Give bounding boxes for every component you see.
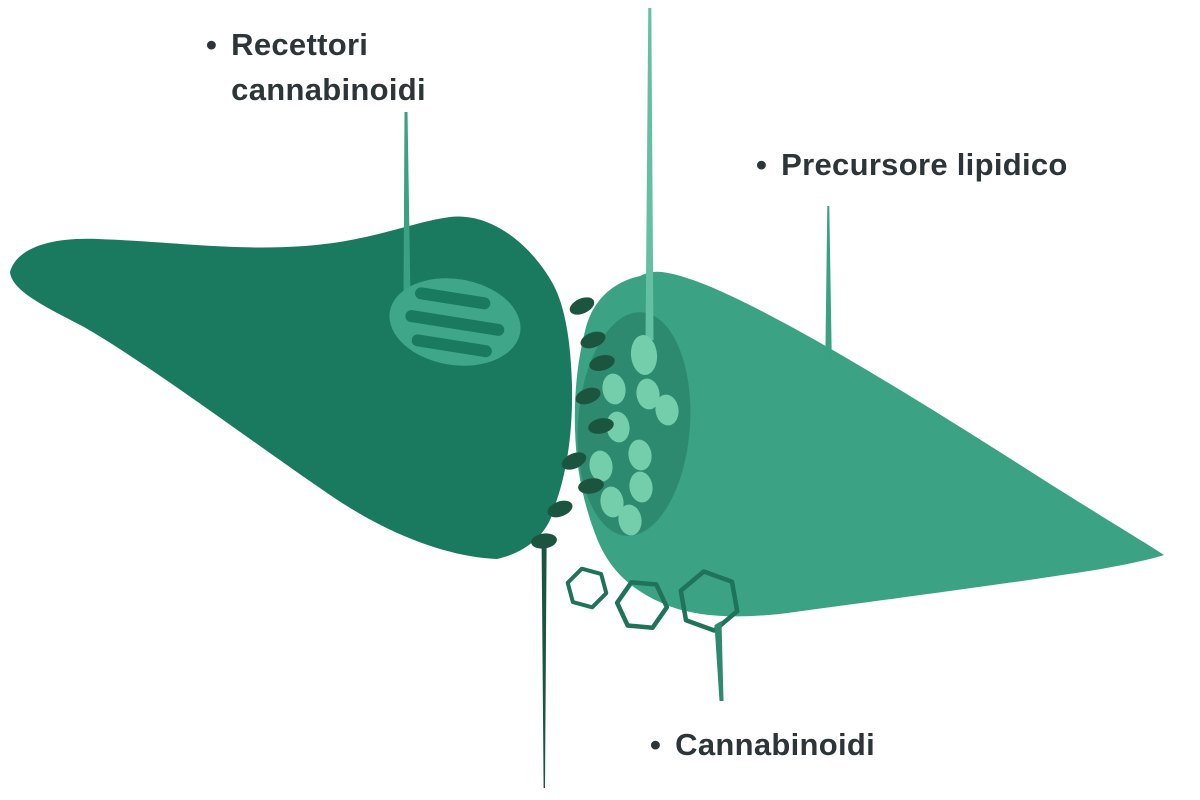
postsynaptic-terminal [10,216,573,559]
label-cannabinoids: • Cannabinoidi [650,722,875,767]
label-receptors: • Recettori cannabinoidi [206,22,481,112]
vesicle [589,450,613,482]
vesicle [600,486,624,518]
cannabinoid-hexagon [614,580,670,630]
receptor-stripe [411,334,492,358]
bullet-icon: • [206,27,218,62]
vesicle [628,439,652,471]
endocannabinoid-dot [588,418,614,434]
precursor-leader-line [825,206,832,360]
endocannabinoid-dot [547,500,573,518]
endocannabinoid-dots [547,297,615,518]
cannabinoid-hexagon [678,569,740,633]
endocannabinoid-dot [580,331,606,349]
vesicles [589,335,679,536]
vesicle [618,504,642,536]
vesicle [655,394,679,426]
receptor-leader-line [403,112,411,299]
receptor-stripe [405,310,505,336]
vesicle [636,378,660,410]
label-precursor: • Precursore lipidico [756,142,1068,187]
label-precursor-text: Precursore lipidico [781,147,1068,182]
receptor-stripe [415,287,491,310]
presynaptic-terminal [574,271,1164,617]
label-receptors-text: Recettori cannabinoidi [231,27,426,107]
endocannabinoid-dot [561,452,587,470]
endocannabinoid-dot [569,297,595,315]
cannabinoid-receptor [389,278,521,366]
label-cannabinoids-text: Cannabinoidi [675,727,876,762]
vesicle [602,373,626,405]
bullet-icon: • [756,147,768,182]
endocannabinoid-dot [575,387,601,405]
endocannabinoid-dot [531,533,557,549]
vesicle [606,411,630,443]
bullet-icon: • [650,727,662,762]
hexagon-leader-line [714,621,724,701]
cannabinoid-hexagons [565,566,740,633]
vesicle [629,471,653,503]
cannabinoid-hexagon [565,566,609,610]
endocannabinoid-dot [578,478,604,494]
vesicle [630,335,658,375]
endocannabinoid-dot [589,355,615,371]
cannabinoid-leader-line [541,546,547,788]
vesicle-leader-line [645,8,654,340]
